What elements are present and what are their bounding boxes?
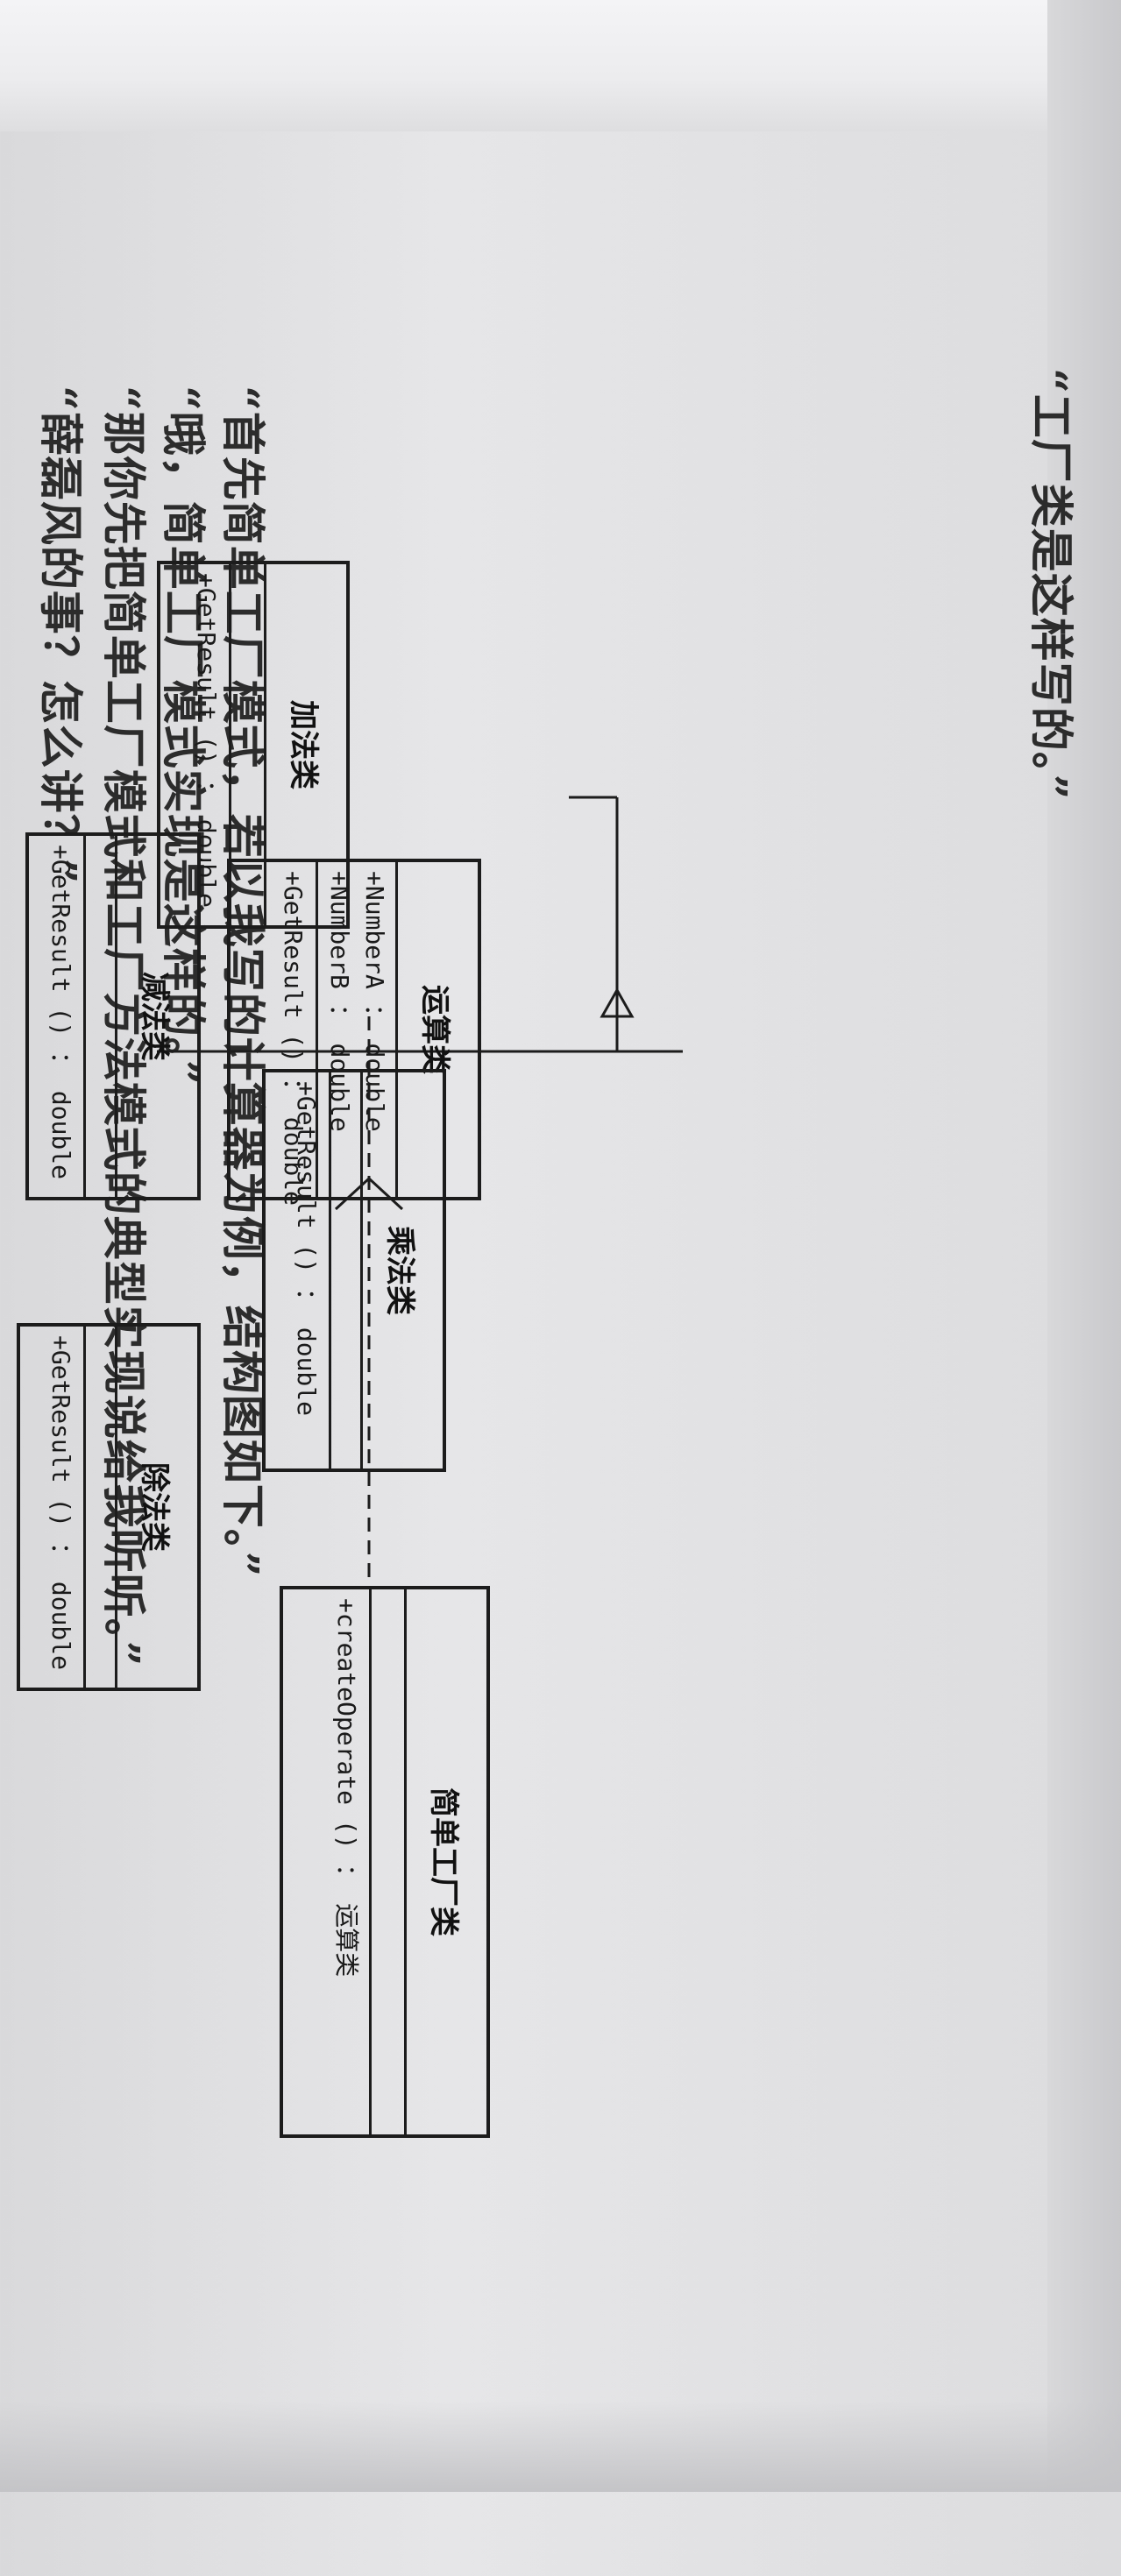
uml-connectors (157, 796, 683, 1586)
operation: +GetResult () ： double (46, 845, 75, 1180)
class-name: 除法类 (115, 1327, 197, 1688)
page-bottom-shadow (0, 2401, 1121, 2492)
operation: +GetResult () ： double (46, 1335, 75, 1671)
class-divide: 除法类 +GetResult () ： double (17, 1323, 201, 1691)
class-name: 加法类 (264, 564, 346, 925)
class-simple-factory: 简单工厂类 +createOperate () ： 运算类 (280, 1586, 490, 2138)
class-name: 减法类 (115, 836, 197, 1197)
class-subtract: 减法类 +GetResult () ： double (25, 832, 201, 1200)
book-page: “薛磊风的事？怎么讲？” “那你先把简单工厂模式和工厂方法模式的典型实现说给我听… (17, 368, 1077, 2138)
class-name: 简单工厂类 (404, 1589, 486, 2134)
page-top-edge (0, 0, 1121, 131)
page-gutter (1047, 0, 1121, 2492)
operation: +GetResult () ： double (292, 1081, 321, 1417)
operation: +createOperate () ： 运算类 (332, 1598, 361, 1978)
class-multiply: 乘法类 +GetResult () ： double (262, 1069, 446, 1472)
class-name: 乘法类 (360, 1072, 443, 1468)
